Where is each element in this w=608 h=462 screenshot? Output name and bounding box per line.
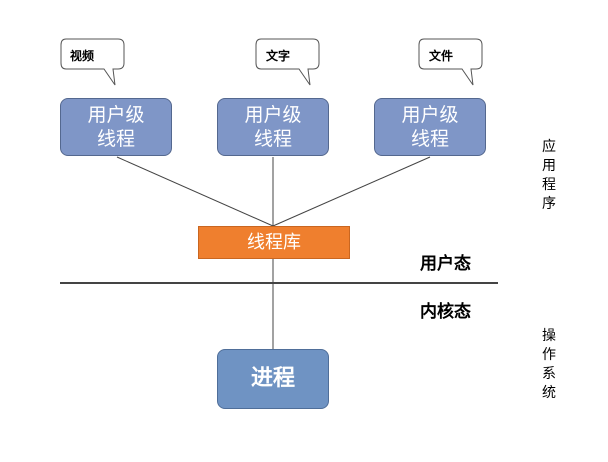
user-thread-label-1a: 用户级 [87,104,145,126]
user-thread-label-2b: 线程 [253,128,292,150]
os-side-label: 操作系统 [542,328,556,401]
callout-text-text: 文字 [266,49,291,63]
user-thread-box-2: 用户级 线程 [217,98,329,156]
user-thread-label-3a: 用户级 [401,104,459,126]
callout-video-text: 视频 [70,49,95,63]
callout-file-text: 文件 [429,49,454,63]
user-thread-box-3: 用户级 线程 [374,98,486,156]
callout-video: 视频 [60,38,126,88]
user-mode-label: 用户态 [420,254,471,274]
user-thread-label-3b: 线程 [410,128,449,150]
kernel-mode-label: 内核态 [420,302,471,322]
user-thread-label-1b: 线程 [96,128,135,150]
thread-library-box: 线程库 [198,226,350,259]
user-thread-box-1: 用户级 线程 [60,98,172,156]
connector-right [272,156,431,227]
callout-text: 文字 [255,38,321,88]
user-thread-label-2a: 用户级 [244,104,302,126]
callout-file: 文件 [418,38,484,88]
process-box: 进程 [217,349,329,409]
application-side-label: 应用程序 [542,139,556,212]
connector-left [116,156,274,227]
